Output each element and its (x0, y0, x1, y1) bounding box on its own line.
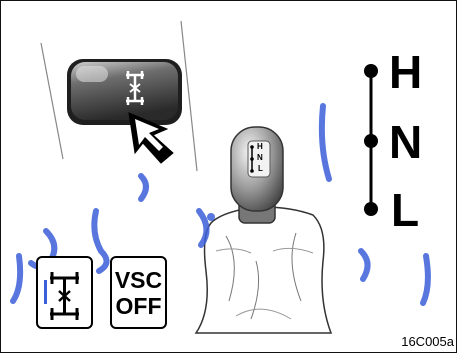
knob-label-high: H (257, 141, 263, 152)
four-wheel-drive-lock-switch (67, 59, 182, 125)
gear-label-neutral: N (389, 119, 422, 165)
center-diff-lock-indicator (36, 256, 93, 329)
knob-label-neutral: N (257, 152, 263, 163)
panel-edge-left (41, 43, 63, 159)
center-diff-lock-icon (38, 258, 91, 327)
figure-code: 16C005a (401, 334, 454, 349)
gear-label-low: L (391, 187, 419, 233)
knob-label-low: L (258, 163, 263, 174)
shift-boot (196, 207, 331, 333)
panel-edge-right (181, 21, 197, 171)
gear-label-high: H (389, 49, 422, 95)
vsc-label: VSC (112, 269, 165, 292)
vsc-off-indicator: VSC OFF (110, 256, 167, 329)
gear-position-scale (364, 64, 378, 216)
off-label: OFF (112, 295, 165, 318)
